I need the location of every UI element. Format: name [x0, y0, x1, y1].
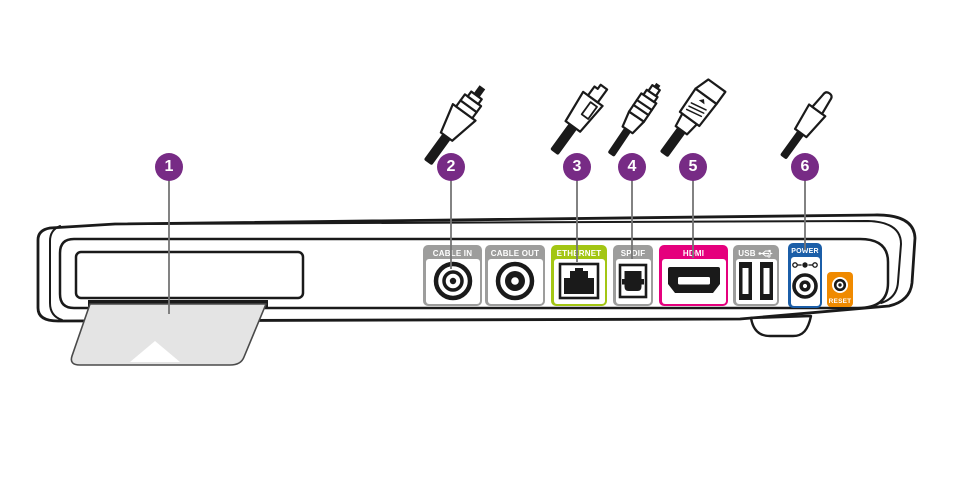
callout-6-number: 6: [800, 158, 810, 175]
callout-2-number: 2: [446, 158, 456, 175]
port-label-reset: RESET: [828, 298, 852, 305]
smartcard-slot-opening: [74, 250, 305, 300]
reset-button-icon: [832, 277, 848, 293]
port-label-cable-out: CABLE OUT: [490, 248, 540, 258]
smartcard-arrow-icon: [130, 341, 180, 362]
port-power: POWER: [788, 243, 822, 308]
usb-double-port-icon: [739, 262, 773, 300]
polarity-icon: [792, 262, 818, 268]
port-cable-in: CABLE IN: [423, 245, 482, 306]
callout-4-number: 4: [627, 158, 637, 175]
callout-5: 5: [679, 153, 707, 181]
port-cable-out: CABLE OUT: [485, 245, 545, 306]
port-label-hdmi: HDMI: [682, 248, 705, 258]
rj45-jack-icon: [558, 262, 600, 300]
callout-5-number: 5: [688, 158, 698, 175]
callout-3-number: 3: [572, 158, 582, 175]
port-label-power: POWER: [791, 247, 819, 255]
dc-barrel-jack-icon: [792, 273, 818, 299]
callout-2: 2: [437, 153, 465, 181]
port-spdif: SPDIF: [613, 245, 653, 306]
port-ethernet: ETHERNET: [551, 245, 607, 306]
optical-jack-icon: [618, 263, 648, 299]
coax-in-jack-icon: [433, 261, 472, 301]
callout-6: 6: [791, 153, 819, 181]
device-foot: [749, 314, 813, 338]
device-top-face-edge: [114, 219, 903, 304]
device-left-endcap: [49, 225, 63, 321]
port-label-ethernet: ETHERNET: [556, 248, 602, 258]
callout-4: 4: [618, 153, 646, 181]
smartcard: [70, 303, 267, 366]
port-hdmi: HDMI: [659, 245, 728, 306]
port-label-usb: USB: [736, 248, 777, 259]
port-label-spdif: SPDIF: [620, 248, 646, 258]
callout-3: 3: [563, 153, 591, 181]
port-usb: USB: [733, 245, 779, 306]
usb-trident-icon: [758, 249, 773, 258]
callout-1-number: 1: [164, 158, 174, 175]
usb-label-text: USB: [738, 248, 756, 258]
port-reset: RESET: [827, 272, 853, 307]
callout-1: 1: [155, 153, 183, 181]
hdmi-jack-icon: [667, 267, 720, 293]
port-label-cable-in: CABLE IN: [432, 248, 473, 258]
coax-out-jack-icon: [495, 261, 535, 301]
